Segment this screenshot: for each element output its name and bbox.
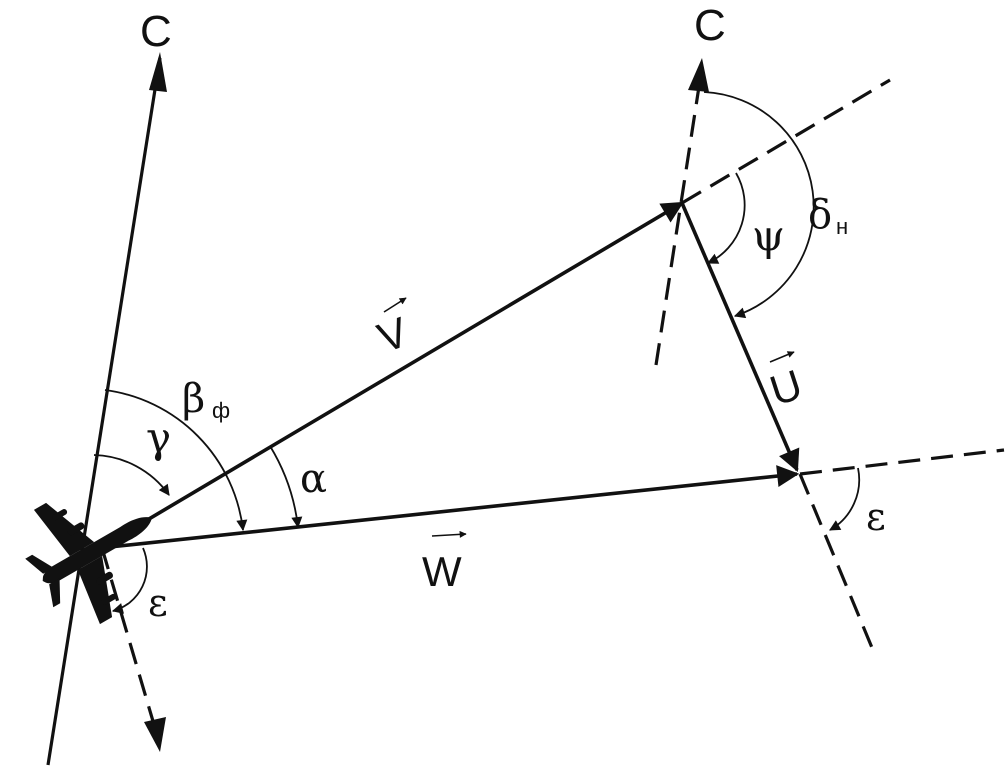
left-meridian-arrowhead <box>149 52 167 92</box>
vector-v-overarrow <box>383 297 407 313</box>
north-label-right: C <box>694 1 726 50</box>
arc-epsilon-right <box>829 467 861 531</box>
right-meridian-arrowhead <box>688 58 709 92</box>
u-extension-dashed <box>798 473 877 656</box>
left-meridian-line <box>46 57 162 766</box>
arc-beta <box>104 389 248 532</box>
north-label-left: C <box>140 7 172 56</box>
label-delta: δ <box>808 192 832 238</box>
vector-u-line <box>680 202 800 473</box>
label-psi: ψ <box>752 211 785 260</box>
arc-alpha <box>269 445 303 529</box>
label-vector-w: W <box>422 548 462 595</box>
vector-w-line <box>99 465 800 550</box>
right-meridian-line <box>654 79 702 366</box>
arc-psi <box>707 172 746 264</box>
arc-epsilon-left <box>111 547 148 614</box>
v-extension-dashed <box>681 78 891 205</box>
label-beta: β <box>182 376 205 422</box>
vector-w-overarrow <box>431 530 467 538</box>
label-alpha: α <box>300 456 327 502</box>
vector-u-overarrow <box>769 351 795 363</box>
airplane-icon <box>25 502 152 625</box>
arc-delta <box>703 91 815 319</box>
w-extension-dashed <box>799 448 1005 476</box>
label-gamma: γ <box>146 413 171 462</box>
vector-v-line <box>99 201 684 550</box>
label-beta-subscript: ф <box>212 398 230 423</box>
label-epsilon-right: ε <box>866 495 886 539</box>
label-delta-subscript: н <box>836 214 848 239</box>
label-epsilon-left: ε <box>148 581 168 625</box>
label-vector-v: V <box>372 308 414 362</box>
arc-gamma <box>93 454 170 496</box>
drift-direction-arrowhead <box>144 717 166 752</box>
